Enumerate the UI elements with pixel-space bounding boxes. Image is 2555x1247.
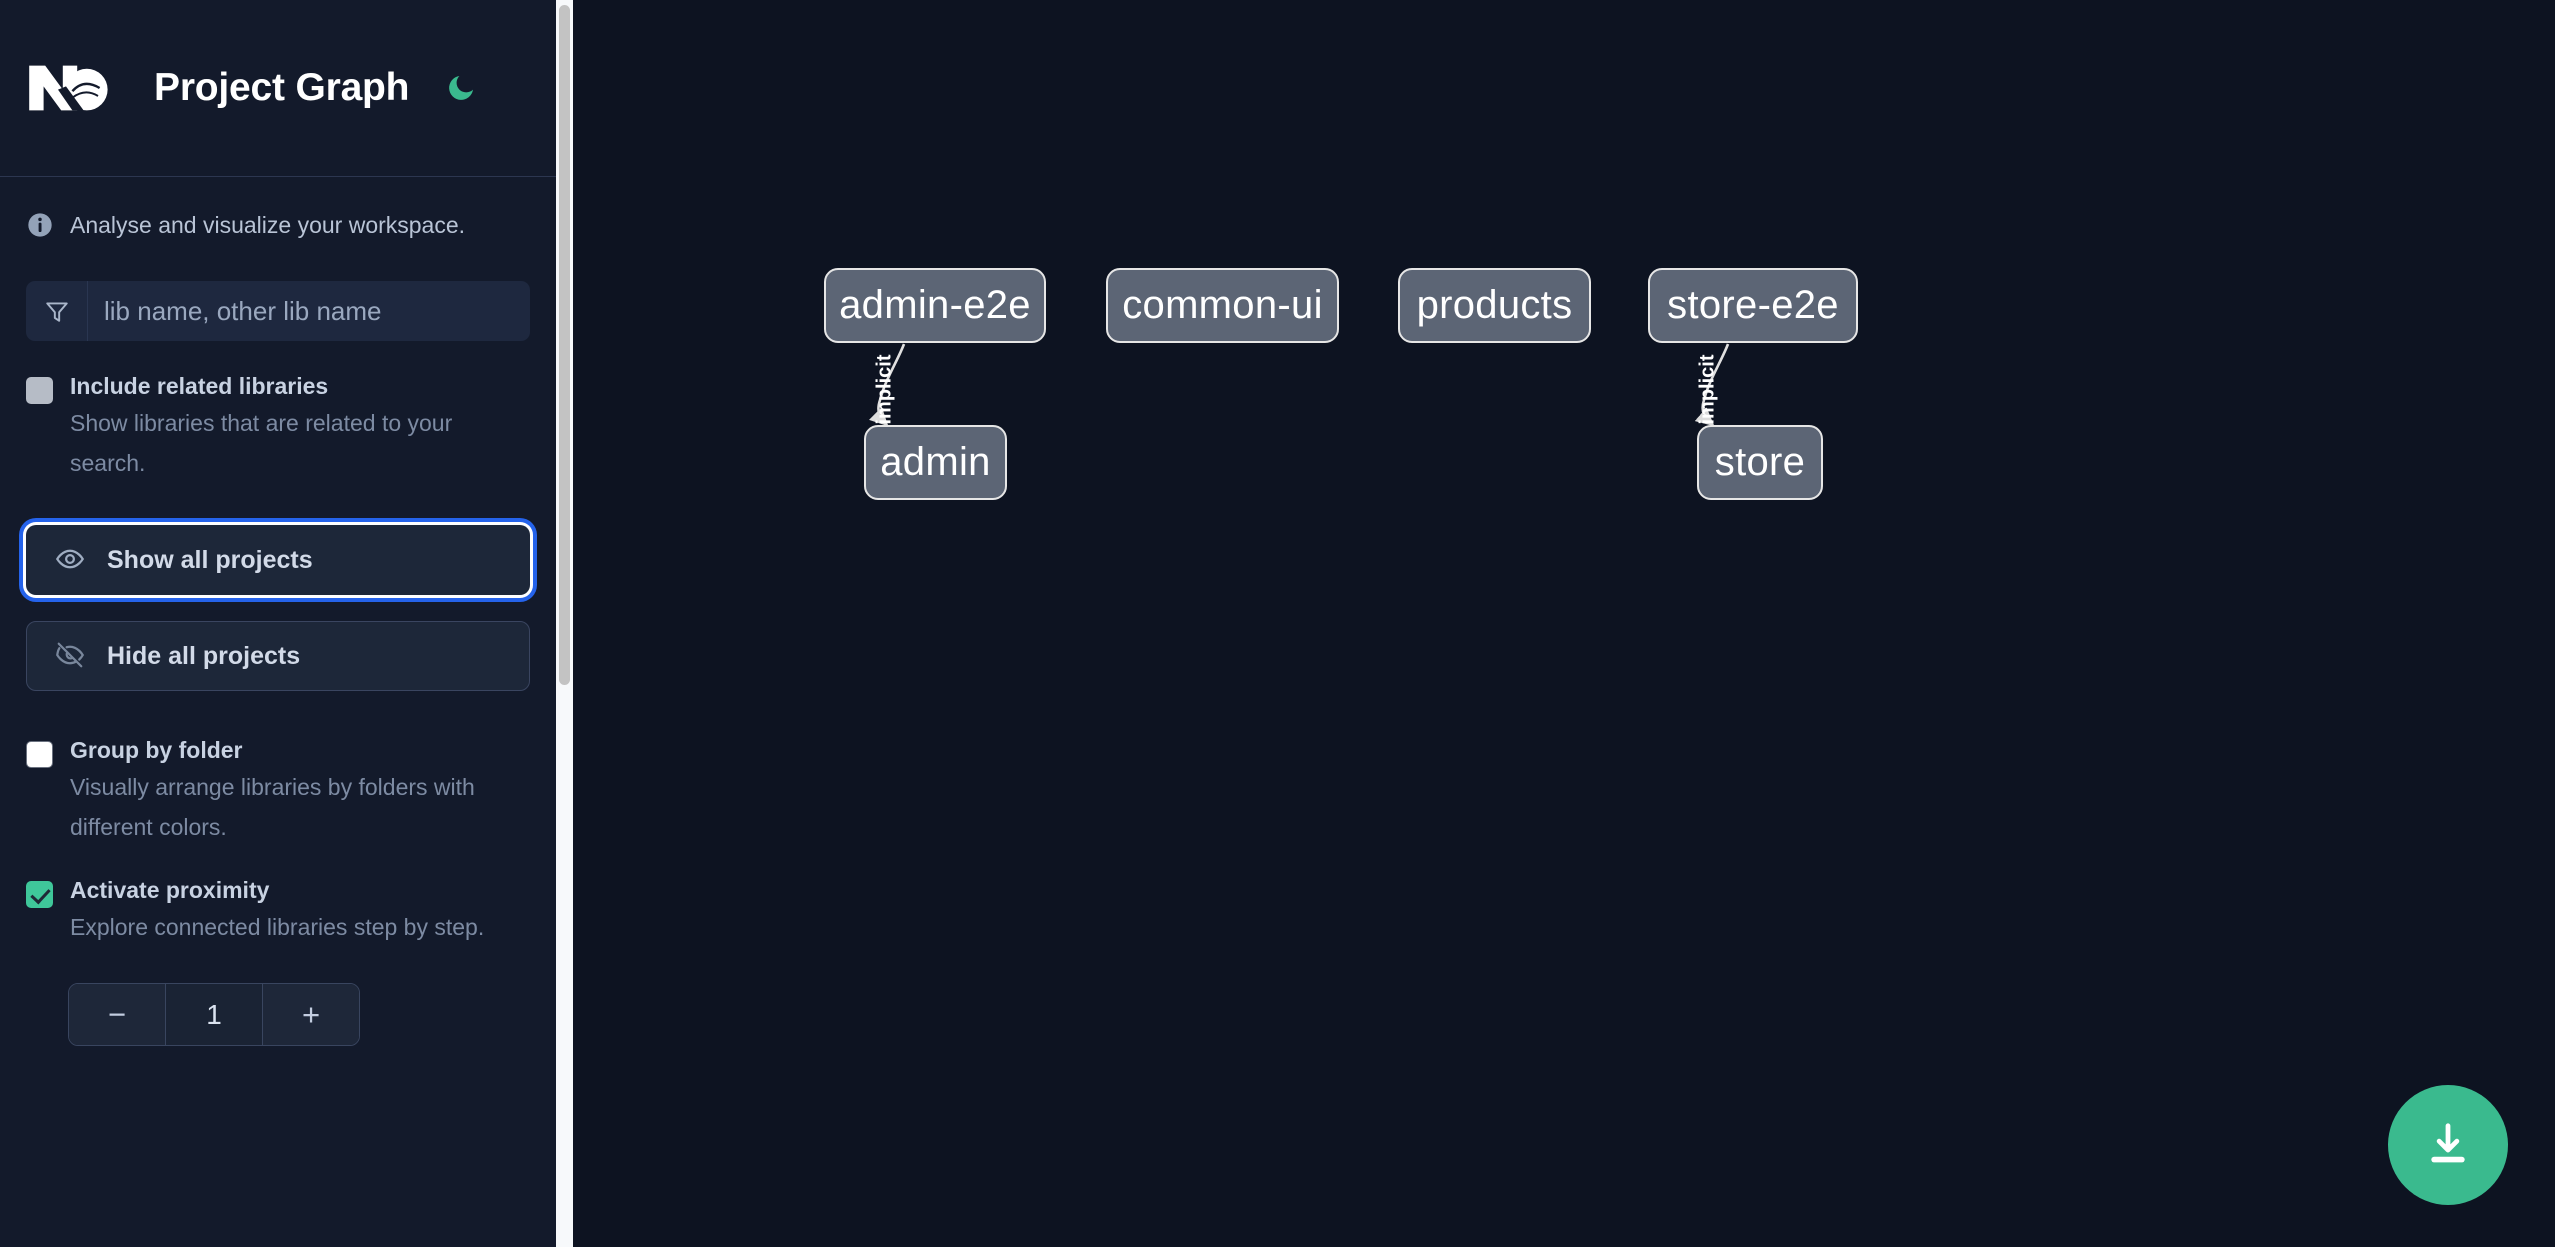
download-button[interactable] <box>2388 1085 2508 1205</box>
sidebar-header: Project Graph <box>0 0 556 177</box>
edge-store-e2e-to-store <box>1694 343 1730 427</box>
sidebar: Project Graph Analyse and visualize your… <box>0 0 556 1247</box>
graph-node-admin-e2e[interactable]: admin-e2e <box>824 268 1046 343</box>
edge-label-admin-e2e-to-admin: implicit <box>873 354 896 425</box>
include-related-libraries-description: Show libraries that are related to your … <box>70 410 453 476</box>
funnel-icon <box>26 281 88 341</box>
activate-proximity-checkbox[interactable] <box>26 881 53 908</box>
project-visibility-actions: Show all projects Hide all projects <box>0 525 556 691</box>
info-circle-icon <box>26 211 54 239</box>
option-activate-proximity[interactable]: Activate proximity Explore connected lib… <box>0 875 556 947</box>
graph-node-admin[interactable]: admin <box>864 425 1007 500</box>
workspace-info: Analyse and visualize your workspace. <box>0 177 556 239</box>
edge-label-store-e2e-to-store: implicit <box>1696 354 1719 425</box>
eye-off-icon <box>55 640 85 673</box>
graph-node-store[interactable]: store <box>1697 425 1823 500</box>
activate-proximity-label: Activate proximity <box>70 877 270 903</box>
include-related-libraries-checkbox <box>26 377 53 404</box>
moon-icon[interactable] <box>439 66 483 110</box>
proximity-stepper-row: − 1 + <box>0 983 556 1046</box>
group-by-folder-checkbox[interactable] <box>26 741 53 768</box>
option-include-related-libraries[interactable]: Include related libraries Show libraries… <box>0 371 556 483</box>
activate-proximity-description: Explore connected libraries step by step… <box>70 914 485 940</box>
hide-all-projects-label: Hide all projects <box>107 641 301 670</box>
proximity-stepper: − 1 + <box>68 983 360 1046</box>
include-related-libraries-label: Include related libraries <box>70 373 329 399</box>
page-title: Project Graph <box>154 66 410 109</box>
show-all-projects-label: Show all projects <box>107 545 313 574</box>
nx-logo-icon <box>26 58 122 118</box>
proximity-increment-button[interactable]: + <box>263 984 359 1045</box>
graph-node-common-ui[interactable]: common-ui <box>1106 268 1339 343</box>
graph-node-store-e2e[interactable]: store-e2e <box>1648 268 1858 343</box>
proximity-value: 1 <box>165 984 263 1045</box>
option-group-by-folder[interactable]: Group by folder Visually arrange librari… <box>0 735 556 847</box>
group-by-folder-description: Visually arrange libraries by folders wi… <box>70 774 475 840</box>
download-icon <box>2422 1118 2474 1173</box>
graph-edges <box>868 343 1730 427</box>
hide-all-projects-button[interactable]: Hide all projects <box>26 621 530 691</box>
group-by-folder-label: Group by folder <box>70 737 243 763</box>
sidebar-scrollbar-thumb[interactable] <box>559 5 570 685</box>
graph-canvas[interactable]: admin-e2e admin common-ui products store… <box>573 0 2555 1247</box>
proximity-decrement-button[interactable]: − <box>69 984 165 1045</box>
filter-field[interactable] <box>26 281 530 341</box>
workspace-info-text: Analyse and visualize your workspace. <box>70 211 466 238</box>
edge-admin-e2e-to-admin <box>868 343 906 427</box>
show-all-projects-button[interactable]: Show all projects <box>26 525 530 595</box>
search-input[interactable] <box>88 281 530 341</box>
sidebar-scrollbar[interactable] <box>556 0 573 1247</box>
eye-icon <box>55 544 85 577</box>
graph-node-products[interactable]: products <box>1398 268 1591 343</box>
